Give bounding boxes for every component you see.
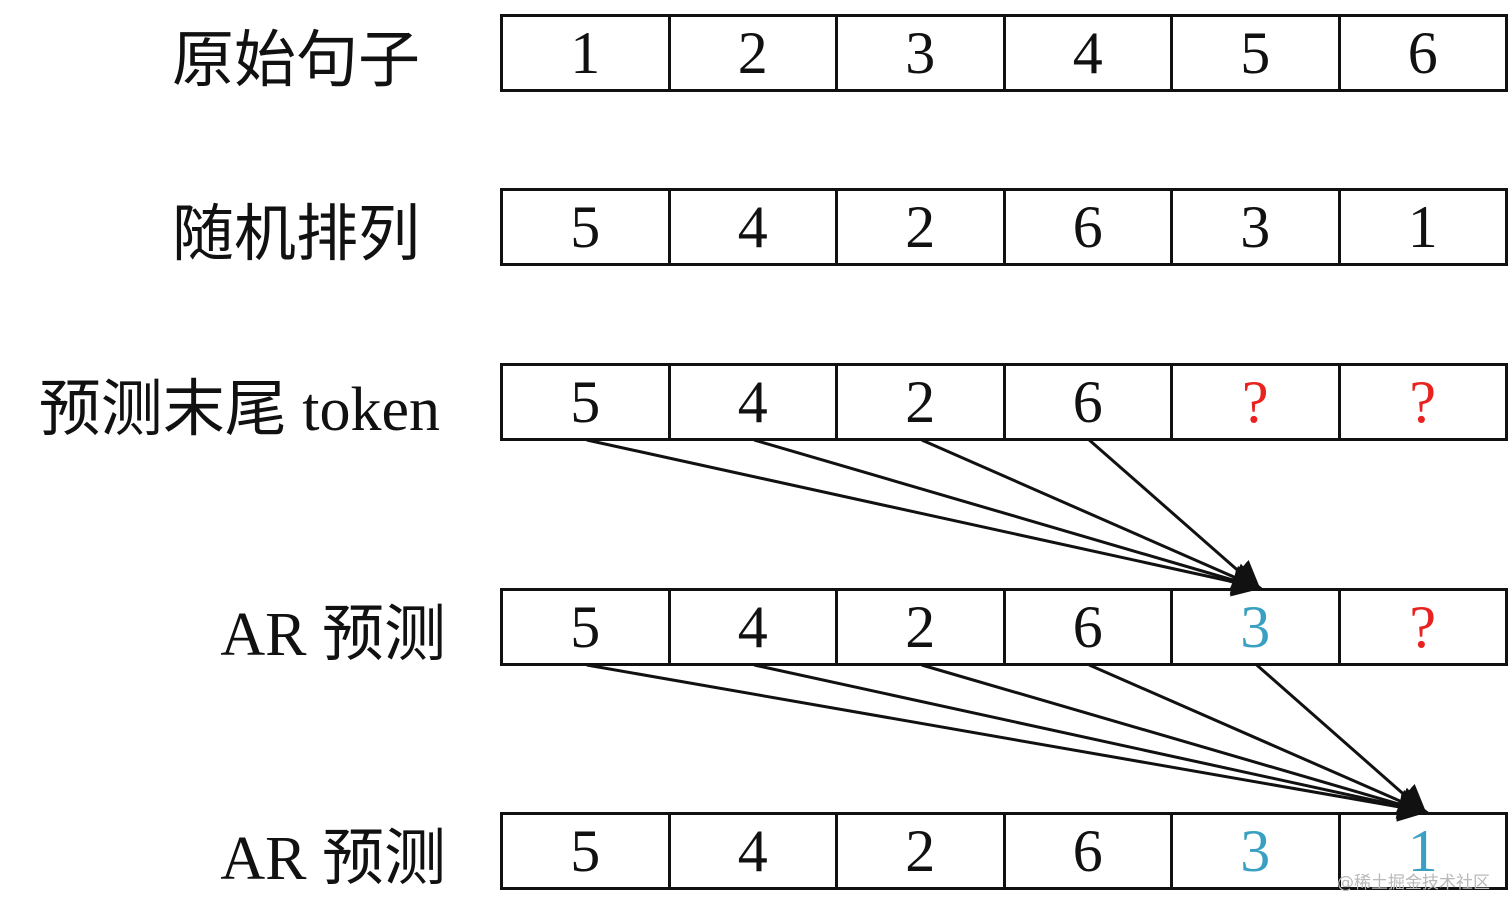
token-cell: ? xyxy=(1409,369,1437,435)
token-cell: 6 xyxy=(1006,191,1173,263)
token-cell: 5 xyxy=(503,366,671,438)
token-cell: 1 xyxy=(1407,818,1438,884)
token-cell: 3 xyxy=(1173,591,1341,663)
token-cell: 3 xyxy=(1173,191,1341,263)
sequence-ar-predict-1: 5 4 2 6 3 ? xyxy=(500,588,1508,666)
watermark: @稀土掘金技术社区 xyxy=(1337,873,1490,893)
token-cell: ? xyxy=(1409,594,1437,660)
token-cell: 6 xyxy=(1006,366,1173,438)
row-label-predict-tail: 预测末尾 token xyxy=(38,376,440,444)
token-cell: 5 xyxy=(503,815,671,887)
token-cell: 4 xyxy=(671,815,838,887)
dependency-arrow xyxy=(1088,438,1262,591)
token-cell: 4 xyxy=(671,591,838,663)
token-cell: 2 xyxy=(838,191,1006,263)
sequence-original: 1 2 3 4 5 6 xyxy=(500,14,1508,92)
token-cell: 6 xyxy=(1006,815,1173,887)
sequence-predict-tail: 5 4 2 6 ? ? xyxy=(500,363,1508,441)
token-cell: 1 xyxy=(1407,194,1438,260)
token-cell: 6 xyxy=(1006,591,1173,663)
token-cell: 1 xyxy=(503,17,671,89)
dependency-arrow xyxy=(586,663,1429,822)
token-cell: 4 xyxy=(1006,17,1173,89)
token-cell: 2 xyxy=(838,591,1006,663)
dependency-arrow xyxy=(753,438,1263,595)
token-cell: 3 xyxy=(1173,815,1341,887)
sequence-permutation: 5 4 2 6 3 1 xyxy=(500,188,1508,266)
row-label-ar-predict-1: AR 预测 xyxy=(220,601,446,669)
token-cell: 4 xyxy=(671,366,838,438)
dependency-arrow xyxy=(921,438,1263,592)
row-label-permutation: 随机排列 xyxy=(171,201,420,269)
dependency-arrow xyxy=(1255,663,1428,815)
dependency-arrow xyxy=(753,663,1429,821)
row-label-ar-predict-2: AR 预测 xyxy=(220,825,446,893)
token-cell: 5 xyxy=(503,591,671,663)
token-cell: 6 xyxy=(1407,20,1438,86)
token-cell: ? xyxy=(1173,366,1341,438)
token-cell: 4 xyxy=(671,191,838,263)
row-label-original: 原始句子 xyxy=(171,27,420,95)
dependency-arrow xyxy=(586,438,1263,597)
token-cell: 5 xyxy=(1173,17,1341,89)
dependency-arrow xyxy=(1088,663,1429,816)
token-cell: 3 xyxy=(838,17,1006,89)
token-cell: 5 xyxy=(503,191,671,263)
token-cell: 2 xyxy=(838,815,1006,887)
token-cell: 2 xyxy=(671,17,838,89)
token-cell: 2 xyxy=(838,366,1006,438)
dependency-arrow xyxy=(921,663,1429,819)
sequence-ar-predict-2: 5 4 2 6 3 1 xyxy=(500,812,1508,890)
